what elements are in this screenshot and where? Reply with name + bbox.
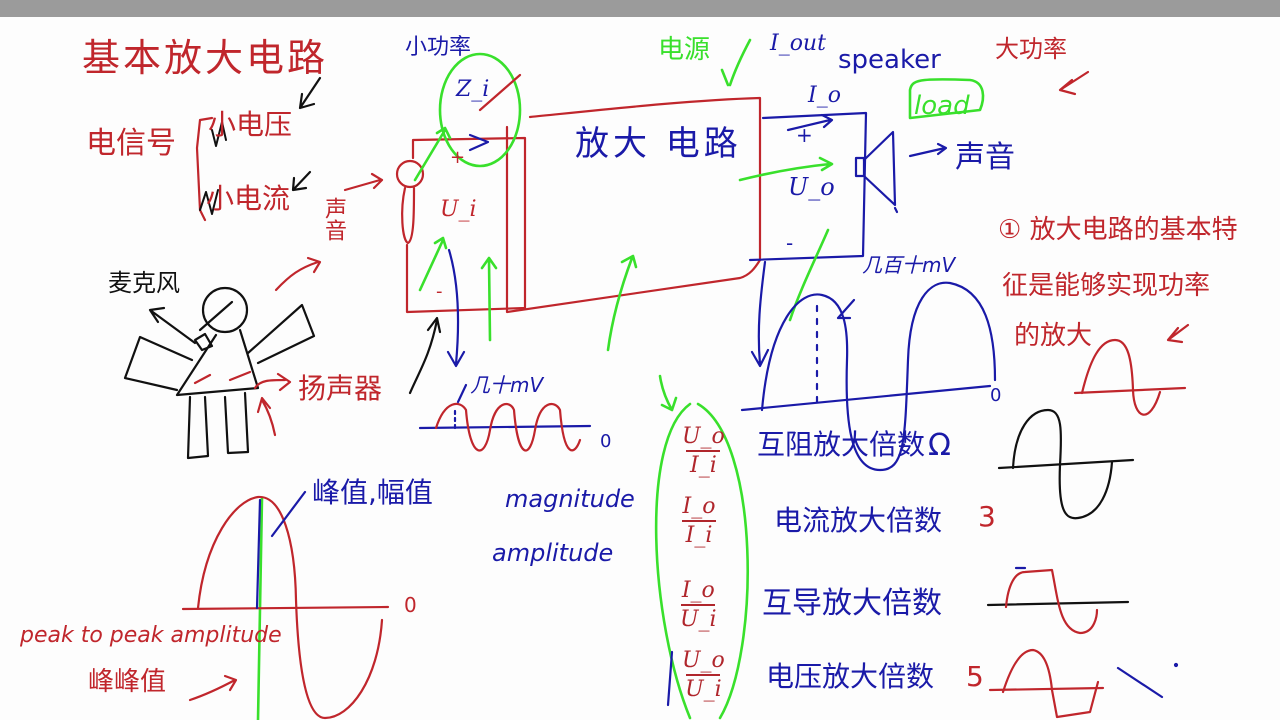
amplifier-box [505,96,762,314]
gain-unit-transresistance: Ω [928,428,951,463]
gain-name-current: 电流放大倍数 [774,504,943,537]
input-circuit-loop [395,136,527,314]
magnitude-label: magnitude [505,485,635,513]
signal-type-voltage: 小电压 [208,108,293,141]
signal-type-current: 小电流 [206,182,291,215]
input-voltage-label: U_i [440,197,477,222]
input-waveform [418,383,592,452]
input-impedance-label: Z_i [456,77,490,102]
speaker-en-label: speaker [838,45,941,75]
sound-out-label: 声音 [955,140,1015,175]
whiteboard: 基本放大电路 电信号 小电压 小电流 麦克风 声音 扬声器 小功率 Z_i U_… [0,17,1280,720]
load-label: load [914,91,970,121]
output-plus-sign: + [796,123,813,147]
input-minus-sign: - [436,281,443,302]
amplitude-label: amplitude [492,539,614,567]
microphone-label: 麦克风 [108,269,180,297]
input-plus-sign: + [450,147,466,168]
gain-name-transresistance: 互阻放大倍数 [757,428,926,461]
input-zero-label: 0 [600,431,612,452]
output-circuit-loop [748,111,948,262]
input-voltage-arrow [446,133,490,368]
clipped-waveform [988,568,1105,719]
low-power-label: 小功率 [405,35,472,60]
top-bar [0,0,1280,17]
sound-arrows [193,73,522,437]
stick-figure [123,286,442,460]
green-highlights [256,38,985,720]
output-waveform [740,260,997,472]
output-amplitude-label: 几百十mV [862,253,956,277]
output-voltage-label: U_o [788,173,835,201]
peak-cn-label: 峰值,幅值 [312,476,433,509]
output-zero-label: 0 [990,385,1002,406]
output-current-label: I_o [808,83,841,108]
gain-name-voltage: 电压放大倍数 [766,660,935,693]
gain-name-transconductance: 互导放大倍数 [762,586,942,621]
gain-value-voltage: 5 [966,660,984,693]
peak-zero-label: 0 [404,593,417,617]
page-title: 基本放大电路 [82,36,329,80]
gain-value-current: 3 [978,500,996,533]
output-minus-sign: - [786,231,794,255]
current-out-label: I_out [770,31,826,56]
peak-to-peak-en-label: peak to peak amplitude [20,623,282,648]
feature-waveform [1058,70,1190,416]
feature-note-line-1: ① 放大电路的基本特 [998,215,1238,245]
power-source-label: 电源 [658,35,711,65]
peak-waveform [181,490,390,720]
speaker-label: 扬声器 [298,372,383,405]
feature-note-line-3: 的放大 [1014,321,1093,351]
feature-note-line-2: 征是能够实现功率 [1002,271,1211,301]
high-power-label: 大功率 [995,35,1067,63]
input-amplitude-label: 几十mV [470,373,544,397]
sound-label: 声音 [321,197,346,241]
amplifier-label: 放大 电路 [575,124,742,164]
peak-to-peak-cn-label: 峰峰值 [88,667,167,697]
signal-label: 电信号 [86,126,176,161]
